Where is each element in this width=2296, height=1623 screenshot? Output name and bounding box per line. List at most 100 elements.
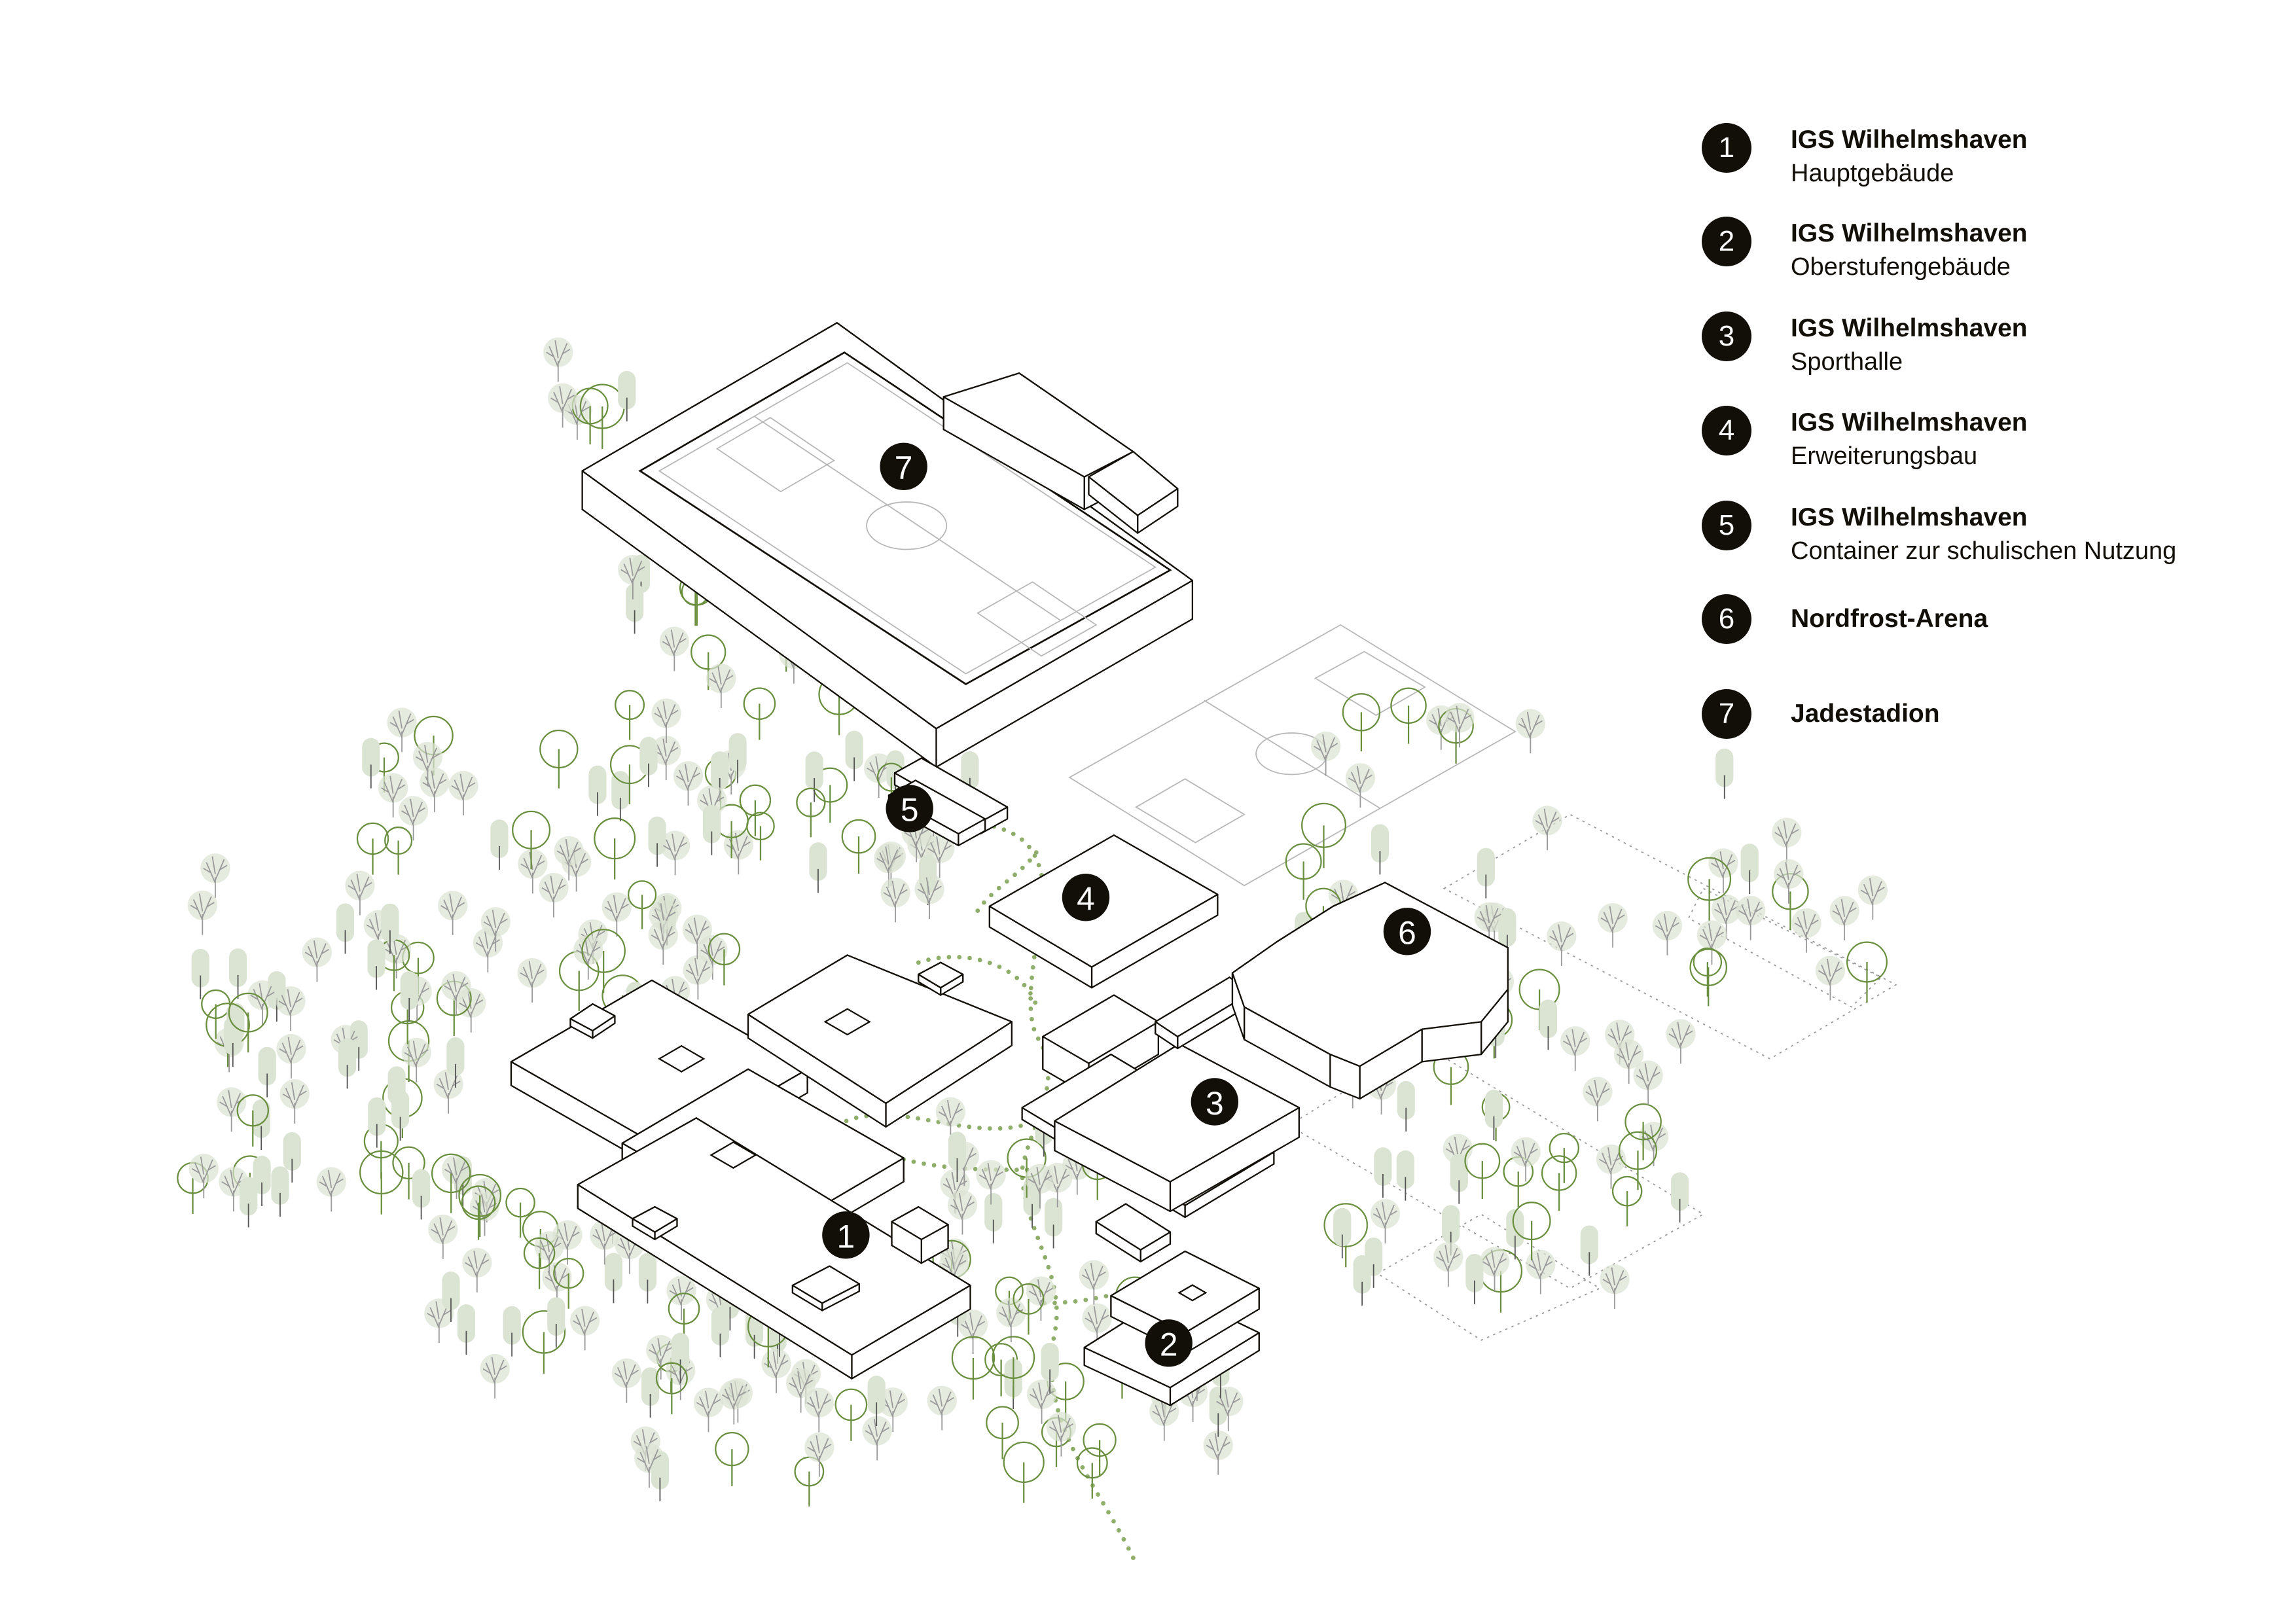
- tree-crown: [1539, 999, 1558, 1039]
- tree-crown: [702, 804, 721, 844]
- roof-structure: [632, 1206, 678, 1241]
- building-roof: [1054, 1043, 1300, 1183]
- tree-crown: [345, 870, 375, 901]
- tree-crown: [1666, 1019, 1696, 1049]
- tree-crown: [648, 920, 678, 950]
- tree-branches: [675, 764, 701, 806]
- tree: [1345, 763, 1376, 808]
- parking-outline: [1687, 887, 1882, 1008]
- tree-branches: [696, 1390, 721, 1433]
- tree-crown: [469, 1191, 500, 1222]
- marker-7[interactable]: 7: [880, 442, 927, 490]
- tree: [1285, 843, 1322, 900]
- tree: [276, 1034, 306, 1079]
- marker-2[interactable]: 2: [1145, 1319, 1193, 1367]
- tree: [387, 707, 417, 753]
- tree: [1045, 1198, 1063, 1249]
- tree-branches: [663, 833, 688, 876]
- tree: [368, 1097, 386, 1148]
- tree-branches: [1711, 851, 1736, 893]
- sporthalle: [1054, 1043, 1300, 1213]
- tree-branches: [422, 770, 447, 812]
- tree-crown: [336, 903, 355, 942]
- tree: [224, 1016, 242, 1067]
- tree: [845, 730, 863, 781]
- tree-crown: [880, 878, 910, 908]
- tree-branches: [250, 983, 275, 1025]
- tree-branches: [1372, 1202, 1398, 1244]
- tree-branches: [1085, 1306, 1109, 1348]
- tree-crown: [1736, 895, 1766, 926]
- tree: [682, 914, 712, 959]
- legend-subtitle-2: Oberstufengebäude: [1791, 253, 2011, 281]
- legend-subtitle-3: Sporthalle: [1791, 348, 1903, 376]
- legend-badge-2: 2: [1702, 217, 1751, 266]
- tree: [1532, 806, 1562, 851]
- tree-crown: [1345, 763, 1376, 793]
- roof-structure: [569, 1003, 616, 1039]
- tree-branches: [721, 1382, 746, 1425]
- tree: [611, 771, 630, 822]
- tree: [1613, 1039, 1644, 1084]
- tree-crown: [188, 1153, 219, 1184]
- tree: [1474, 902, 1504, 947]
- svg-text:4: 4: [1077, 881, 1095, 918]
- tree: [1596, 1144, 1626, 1189]
- tree: [927, 1385, 957, 1431]
- tree: [1689, 948, 1727, 1007]
- tree-crown: [976, 1160, 1006, 1190]
- tree: [1693, 947, 1723, 997]
- tree: [867, 1376, 886, 1426]
- tree-branches: [709, 666, 734, 709]
- tree: [441, 1154, 472, 1199]
- tree-branches: [726, 832, 751, 875]
- tree: [228, 948, 247, 999]
- tree-crown: [187, 890, 217, 921]
- tree-branches: [389, 710, 414, 753]
- hauptgebaeude-annex: [891, 1206, 949, 1264]
- marker-6[interactable]: 6: [1383, 908, 1431, 955]
- tree-crown: [1600, 1264, 1630, 1294]
- tree: [458, 1173, 502, 1238]
- tree-branches: [1436, 1245, 1461, 1287]
- tree: [641, 1367, 660, 1418]
- tree-crown: [378, 773, 408, 803]
- tree: [1333, 1207, 1352, 1258]
- tree: [1611, 1175, 1643, 1226]
- tree-branches: [764, 1351, 789, 1393]
- tree-crown: [1772, 817, 1802, 847]
- marker-5[interactable]: 5: [886, 785, 933, 832]
- tree-crown: [490, 819, 509, 859]
- tree: [1444, 703, 1475, 748]
- tree: [1464, 1143, 1501, 1199]
- tree-crown: [1791, 908, 1821, 938]
- tree-branches: [556, 838, 581, 881]
- tree: [188, 1153, 219, 1198]
- tree-branches: [520, 961, 545, 1003]
- tree-branches: [927, 836, 952, 878]
- tree-branches: [999, 1300, 1024, 1342]
- practice-field-penalty-area: [1135, 778, 1246, 844]
- tree-crown: [639, 736, 658, 776]
- marker-3[interactable]: 3: [1191, 1078, 1239, 1126]
- tree-branches: [304, 940, 329, 982]
- tree: [1624, 1103, 1662, 1160]
- tree: [615, 690, 645, 740]
- tree-crown: [252, 1099, 270, 1138]
- tree-branches: [807, 1435, 832, 1477]
- tree: [247, 980, 278, 1025]
- courtyard: [658, 1044, 706, 1073]
- tree: [1374, 1147, 1392, 1198]
- tree-crown: [480, 1353, 510, 1384]
- tree-crown: [1026, 1380, 1057, 1410]
- marker-1[interactable]: 1: [822, 1211, 870, 1259]
- tree-branches: [1477, 905, 1501, 947]
- tree-branches: [620, 558, 645, 599]
- tree: [442, 1271, 460, 1322]
- marker-4[interactable]: 4: [1062, 874, 1110, 921]
- tree: [702, 804, 721, 855]
- tree-crown: [1526, 1249, 1556, 1279]
- legend-badge-7: 7: [1702, 689, 1751, 739]
- tree-branches: [662, 629, 687, 671]
- tree: [554, 836, 584, 881]
